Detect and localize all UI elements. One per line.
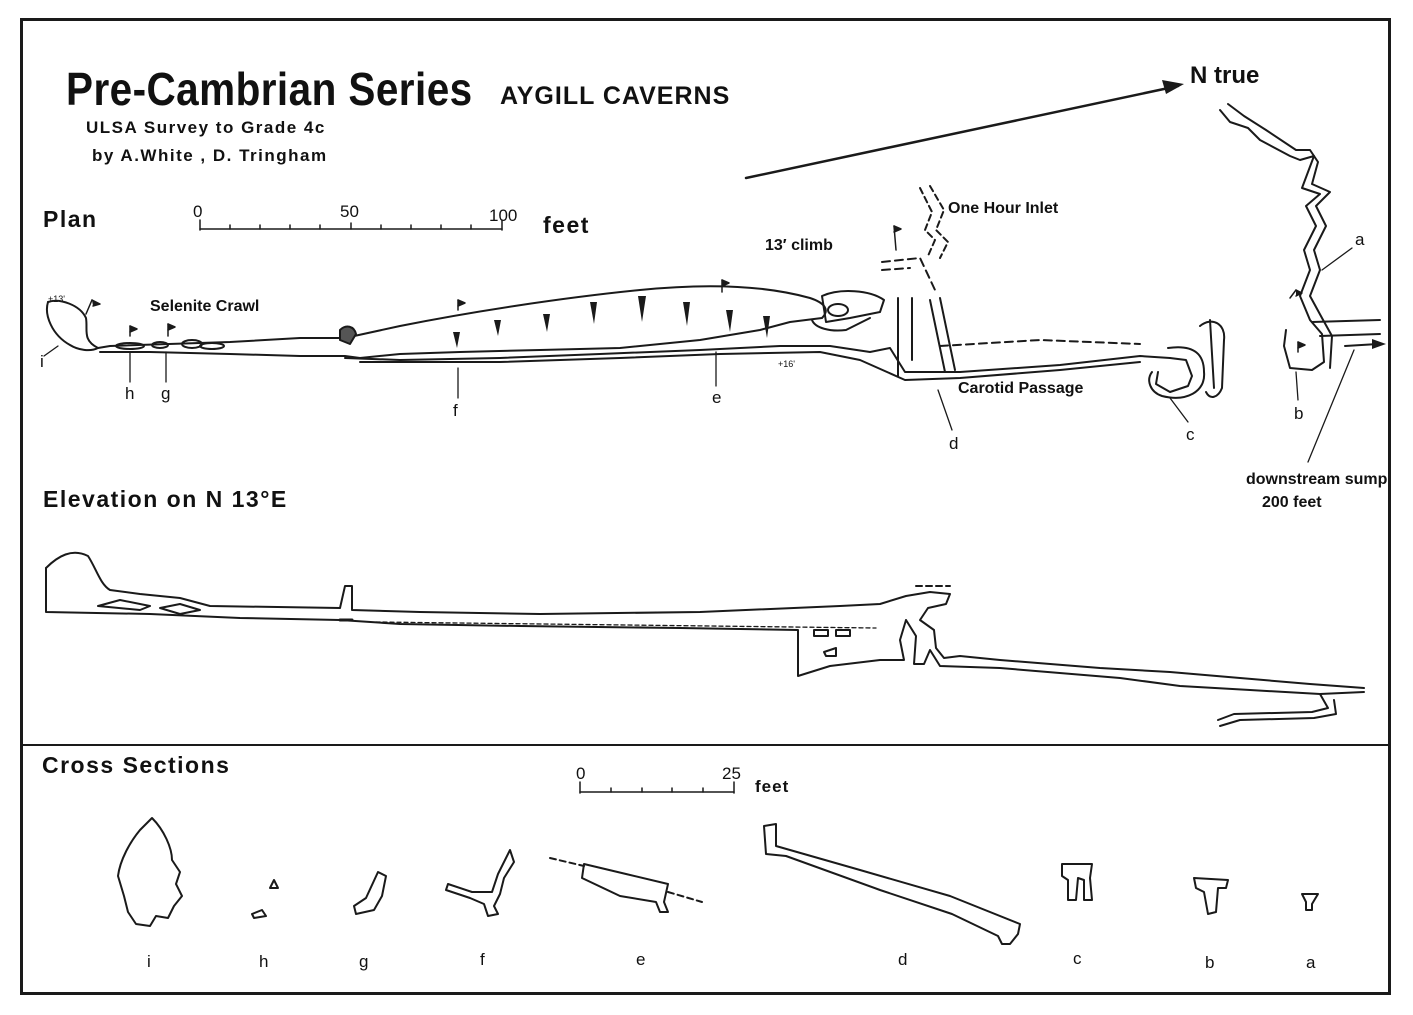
cross-section-h-upper — [269, 879, 279, 889]
cross-section-i — [117, 817, 183, 927]
cross-section-h-lower — [251, 909, 267, 919]
plan-marker-b: b — [1294, 404, 1304, 423]
map-title: Pre-Cambrian Series — [66, 63, 473, 115]
label-one-hour-inlet: One Hour Inlet — [948, 200, 1059, 217]
cross-section-c — [1061, 863, 1093, 901]
cs-scale-25: 25 — [722, 764, 741, 783]
survey-grade: ULSA Survey to Grade 4c — [86, 118, 326, 137]
plan-slope-markers — [453, 296, 770, 348]
cross-sections-heading: Cross Sections — [42, 752, 231, 778]
cross-section-shapes — [117, 817, 1319, 945]
section-divider — [23, 744, 1389, 746]
elevation-profile — [45, 551, 1365, 727]
cross-section-d — [763, 823, 1021, 945]
station-flags — [85, 225, 1306, 353]
label-downstream-sump: downstream sump — [1246, 471, 1388, 488]
cs-label-h: h — [259, 952, 269, 971]
cs-label-g: g — [359, 952, 369, 971]
cross-section-a — [1301, 893, 1319, 911]
plan-marker-i: i — [40, 352, 44, 371]
cs-scale-unit: feet — [755, 777, 790, 796]
label-13-climb: 13′ climb — [765, 237, 833, 254]
plan-scale-100: 100 — [489, 206, 518, 225]
cs-label-f: f — [480, 950, 485, 969]
section-leaders — [43, 247, 1355, 463]
cs-label-e: e — [636, 950, 646, 969]
label-selenite-crawl: Selenite Crawl — [150, 298, 260, 315]
plan-marker-c: c — [1186, 425, 1195, 444]
cross-section-f — [445, 849, 515, 917]
map-frame — [20, 18, 1391, 995]
label-carotid-passage: Carotid Passage — [958, 380, 1084, 397]
plan-scale-0: 0 — [193, 202, 203, 221]
plan-marker-h: h — [125, 384, 135, 403]
cross-section-e — [581, 863, 669, 913]
cs-label-a: a — [1306, 953, 1316, 972]
plan-scale-50: 50 — [340, 202, 359, 221]
height-16: +16' — [778, 359, 795, 369]
cs-scale-bar — [579, 781, 735, 794]
plan-heading: Plan — [43, 206, 98, 232]
cs-label-d: d — [898, 950, 908, 969]
cs-label-c: c — [1073, 949, 1082, 968]
north-label: N true — [1190, 62, 1260, 89]
plan-marker-e: e — [712, 388, 722, 407]
plan-marker-a: a — [1355, 230, 1365, 249]
plan-marker-g: g — [161, 384, 171, 403]
cross-section-b — [1193, 877, 1229, 915]
plan-marker-f: f — [453, 401, 458, 420]
north-arrow — [744, 80, 1184, 180]
label-sump-distance: 200 feet — [1262, 494, 1322, 511]
elevation-heading: Elevation on N 13°E — [43, 486, 288, 512]
plan-scale-unit: feet — [543, 212, 590, 238]
plan-scale-bar — [199, 219, 503, 231]
plan-passage — [46, 103, 1386, 399]
plan-marker-d: d — [949, 434, 959, 453]
cs-scale-0: 0 — [576, 764, 586, 783]
cave-name: AYGILL CAVERNS — [500, 82, 731, 110]
survey-authors: by A.White , D. Tringham — [92, 146, 328, 165]
cross-section-g — [353, 871, 387, 915]
height-13: +13' — [48, 294, 65, 304]
cs-label-b: b — [1205, 953, 1215, 972]
cs-label-i: i — [147, 952, 151, 971]
